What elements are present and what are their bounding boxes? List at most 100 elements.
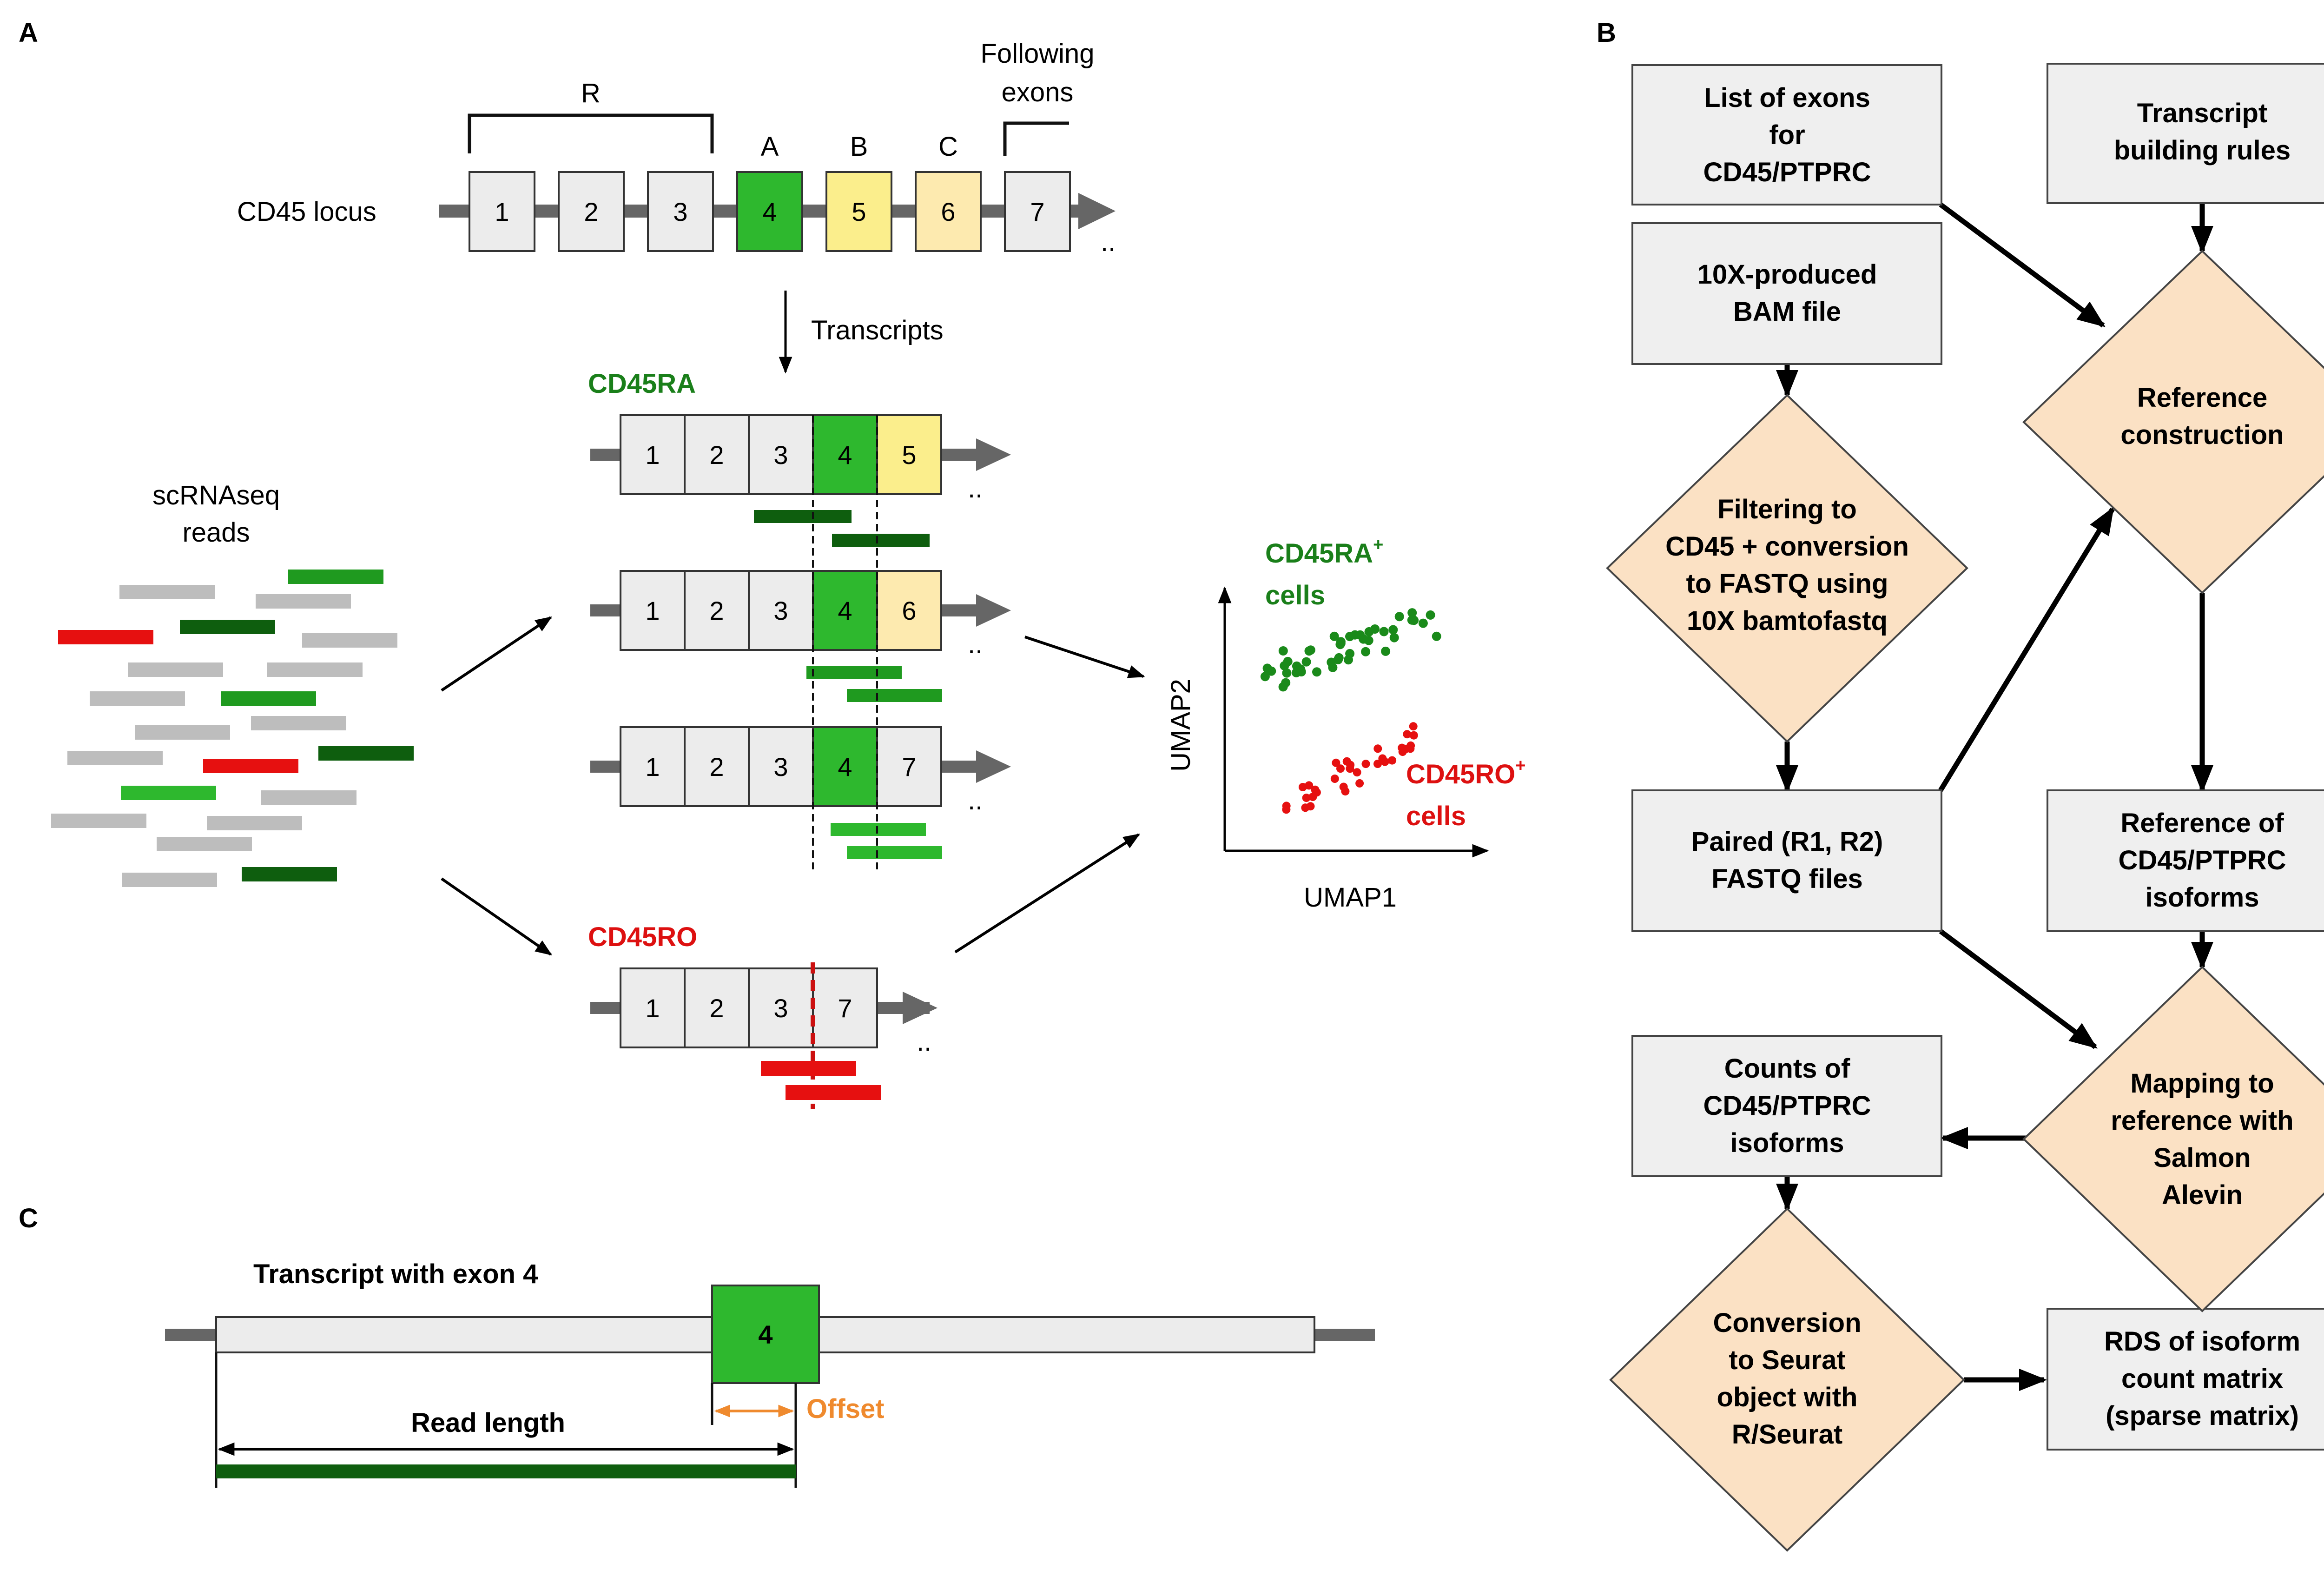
- ra-cell-dot: [1335, 640, 1345, 649]
- ro-cell-dot: [1373, 744, 1382, 753]
- ro-ellipsis: ..: [917, 1027, 931, 1057]
- ra-cell-dot: [1418, 618, 1428, 628]
- node-rules-l1: Transcript: [2137, 98, 2267, 128]
- locus-exon-5: 5: [825, 171, 892, 252]
- umap-ra-cells: cells: [1265, 580, 1325, 610]
- ro-cell-dot: [1332, 758, 1340, 767]
- umap-ro-sup: +: [1515, 756, 1525, 775]
- node-rds-l2: count matrix: [2121, 1364, 2283, 1394]
- transcripts-label: Transcripts: [811, 315, 944, 345]
- ra2-ellipsis: ..: [968, 629, 983, 659]
- edge-fastq-to-ref: [1938, 506, 2115, 792]
- node-mapping-l2: reference with: [2111, 1106, 2293, 1136]
- ra3-exon-7: 7: [902, 752, 916, 782]
- ra2-exon-3: 3: [773, 596, 788, 625]
- ra-cell-dot: [1361, 647, 1371, 656]
- panel-c-letter: C: [19, 1203, 38, 1233]
- ro-cell-dot: [1302, 794, 1311, 802]
- ro-cell-dot: [1308, 793, 1317, 801]
- locus-exon-7-label: 7: [1030, 197, 1044, 226]
- bracket-r: [468, 113, 714, 153]
- ra1-exon-5: 5: [902, 440, 916, 470]
- ra3-exon-1: 1: [645, 752, 660, 782]
- ra-cell-dot: [1329, 631, 1339, 641]
- locus-ellipsis: ..: [1101, 227, 1116, 257]
- ra2-exon-6: 6: [902, 596, 916, 625]
- ro-isoform: 1 2 3 7 ..: [590, 962, 938, 1109]
- ro-exon-2: 2: [709, 994, 724, 1023]
- ra-cell-cluster: [1260, 608, 1441, 692]
- ra-cell-dot: [1301, 657, 1311, 667]
- ro-cell-dot: [1406, 741, 1415, 750]
- ra-cell-dot: [1312, 667, 1321, 677]
- ra-cell-dot: [1296, 667, 1306, 676]
- ra-cell-dot: [1281, 678, 1291, 688]
- node-mapping-l4: Alevin: [2162, 1180, 2243, 1210]
- reads-cloud: [51, 570, 414, 887]
- panel-b-letter: B: [1597, 18, 1616, 48]
- node-conversion-l1: Conversion: [1713, 1308, 1861, 1338]
- edge-list-to-ref: [1939, 202, 2106, 328]
- umap-ylabel: UMAP2: [1166, 679, 1196, 772]
- read-bar: [216, 1464, 796, 1478]
- ro-cell-dot: [1361, 760, 1370, 768]
- locus-exon-2-label: 2: [584, 197, 598, 226]
- umap-xlabel: UMAP1: [1304, 882, 1397, 913]
- locus-exon-7: 7: [1004, 171, 1071, 252]
- locus-arrow-head: [1078, 193, 1116, 229]
- ra-cell-dot: [1278, 646, 1288, 656]
- node-counts: Counts of CD45/PTPRC isoforms: [1631, 1035, 1942, 1177]
- exon-letter-c: C: [938, 132, 958, 162]
- following-label-line1: Following: [981, 39, 1095, 69]
- node-rds: RDS of isoform count matrix (sparse matr…: [2047, 1308, 2324, 1451]
- exon-letter-b: B: [850, 132, 868, 162]
- node-ref-isoforms: Reference of CD45/PTPRC isoforms: [2047, 789, 2324, 932]
- bracket-following: [1003, 121, 1069, 156]
- ro-cell-dot: [1330, 775, 1339, 783]
- reads-label-line1: scRNAseq: [152, 480, 280, 510]
- ra-cell-dot: [1328, 662, 1338, 672]
- node-list-exons-l1: List of exons: [1704, 83, 1870, 113]
- panel-c-exon4-label: 4: [758, 1320, 772, 1349]
- locus-exon-6: 6: [915, 171, 982, 252]
- locus-exon-1-label: 1: [495, 197, 509, 226]
- ra-cell-dot: [1267, 666, 1276, 676]
- ra1-exon-1: 1: [645, 440, 660, 470]
- node-list-exons: List of exons for CD45/PTPRC: [1631, 64, 1942, 205]
- ra3-exon-2: 2: [709, 752, 724, 782]
- ro-cell-cluster: [1282, 722, 1418, 814]
- node-ref-isoforms-l1: Reference of: [2120, 808, 2284, 838]
- ra-cell-dot: [1280, 661, 1289, 670]
- cd45-locus: CD45 locus 1 2 3 4 5 6 7: [237, 39, 1116, 257]
- ro-cell-dot: [1298, 783, 1307, 791]
- panel-a-letter: A: [19, 18, 38, 48]
- node-mapping-l3: Salmon: [2153, 1143, 2251, 1173]
- ra-cell-dot: [1388, 625, 1398, 635]
- cd45ra-title: CD45RA: [588, 369, 696, 399]
- node-fastq-l2: FASTQ files: [1711, 864, 1863, 894]
- node-counts-l2: CD45/PTPRC: [1703, 1091, 1871, 1121]
- flow-edges: [1776, 202, 2213, 1391]
- locus-exon-5-label: 5: [852, 197, 866, 226]
- ra1-exon-3: 3: [773, 440, 788, 470]
- locus-exon-1: 1: [469, 171, 535, 252]
- panel-c-backbone-right: [1314, 1329, 1375, 1341]
- umap-ra-label: CD45RA+: [1265, 535, 1383, 569]
- node-ref-construction-l1: Reference: [2137, 383, 2267, 413]
- ro-cell-dot: [1409, 731, 1418, 740]
- ro-cell-dot: [1306, 802, 1315, 811]
- ra-cell-dot: [1282, 668, 1292, 678]
- node-filtering-l1: Filtering to: [1717, 494, 1857, 524]
- locus-exon-3: 3: [647, 171, 714, 252]
- ra-isoform-2: 1 2 3 4 6 ..: [590, 570, 1011, 702]
- ra-cell-dot: [1407, 608, 1417, 618]
- ra3-exon-3: 3: [773, 752, 788, 782]
- ro-exon-1: 1: [645, 994, 660, 1023]
- arrow-reads-to-ra: [441, 616, 552, 692]
- node-counts-l1: Counts of: [1724, 1053, 1850, 1084]
- ra-cell-dot: [1379, 627, 1389, 636]
- ra-cell-dot: [1359, 634, 1368, 644]
- ro-cell-dot: [1346, 764, 1354, 773]
- offset-label: Offset: [806, 1394, 885, 1424]
